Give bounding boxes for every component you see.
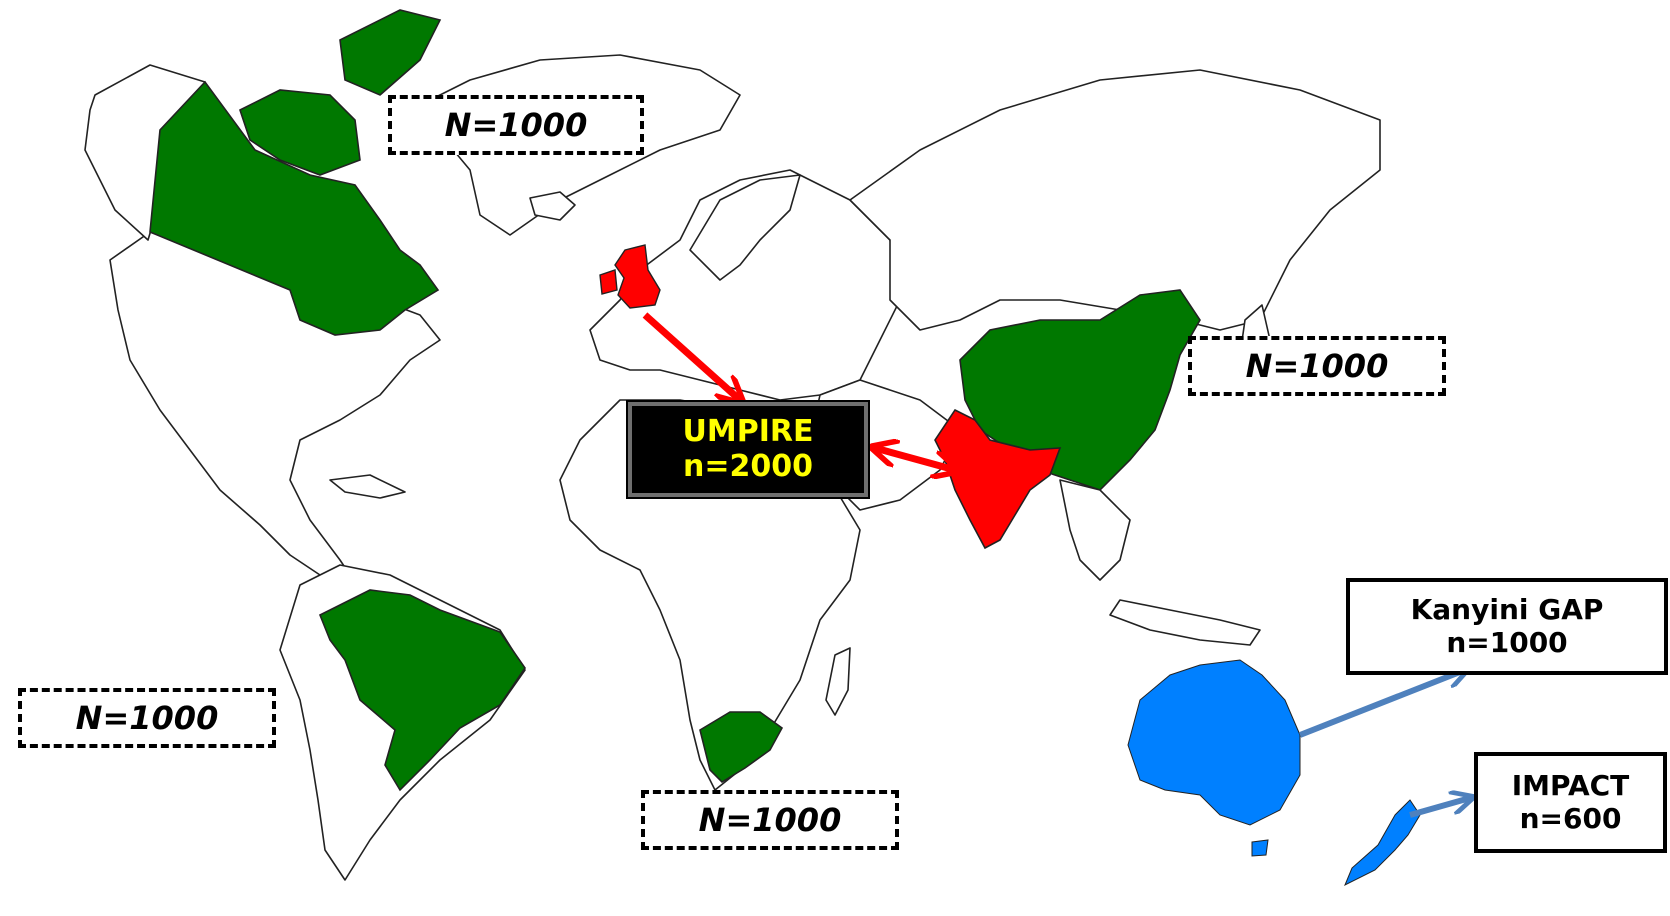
madagascar-shape: [825, 647, 851, 716]
impact-count: n=600: [1519, 801, 1622, 835]
umpire-box: UMPIRE n=2000: [626, 400, 870, 499]
uk-to-umpire-arrow: [642, 312, 740, 400]
kanyini-box: Kanyini GAP n=1000: [1346, 578, 1668, 675]
brazil-shape: [318, 589, 526, 792]
indonesia-shape: [1109, 599, 1261, 646]
south-america-count: N=1000: [75, 698, 219, 737]
canada-islands-shape: [239, 89, 361, 176]
iceland-shape: [529, 191, 576, 221]
scandinavia-shape: [689, 174, 801, 281]
tasmania-shape: [1251, 839, 1269, 857]
kanyini-name: Kanyini GAP: [1410, 593, 1604, 627]
southeast-asia-shape: [1059, 479, 1131, 581]
umpire-count: n=2000: [683, 448, 813, 484]
new-zealand-shape: [1344, 799, 1421, 887]
north-america-count-box: N=1000: [388, 95, 644, 155]
ellesmere-shape: [339, 9, 442, 96]
asia-shape: [849, 69, 1381, 331]
kanyini-count: n=1000: [1446, 625, 1568, 659]
canada-shape: [149, 80, 440, 336]
south-america-count-box: N=1000: [18, 688, 276, 748]
australia-to-kanyini-arrow: [1298, 670, 1465, 738]
europe-shape: [589, 169, 901, 401]
impact-box: IMPACT n=600: [1474, 752, 1667, 853]
umpire-name: UMPIRE: [682, 414, 814, 449]
asia-count-box: N=1000: [1188, 336, 1446, 396]
india-to-umpire-arrow: [875, 448, 955, 470]
uk-shape: [614, 244, 661, 309]
ireland-shape: [599, 269, 618, 295]
cuba-shape: [329, 474, 406, 499]
africa-count: N=1000: [698, 800, 842, 839]
nz-to-impact-arrow: [1409, 798, 1470, 818]
africa-count-box: N=1000: [641, 790, 899, 850]
impact-name: IMPACT: [1511, 769, 1630, 803]
asia-count: N=1000: [1245, 346, 1389, 385]
australia-shape: [1127, 659, 1301, 826]
north-america-count: N=1000: [444, 105, 588, 144]
south-africa-shape: [699, 711, 784, 784]
